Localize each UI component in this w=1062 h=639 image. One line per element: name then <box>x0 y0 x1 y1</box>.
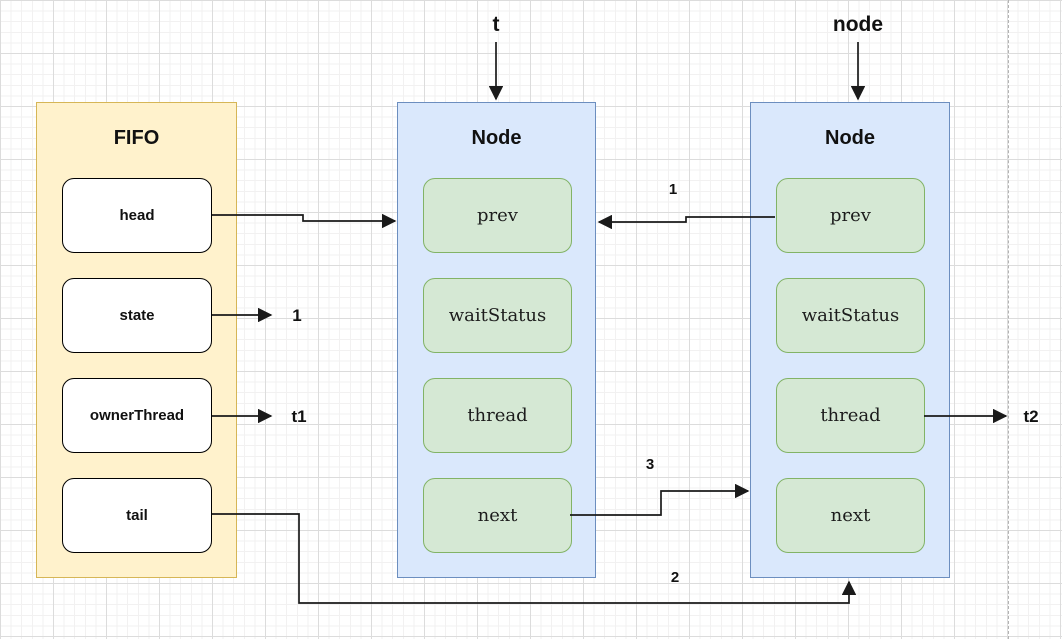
label-node-pointer: node <box>832 13 884 36</box>
fifo-field-tail-label: tail <box>126 507 148 524</box>
node-right-field-thread: thread <box>776 378 925 453</box>
fifo-container: FIFO head state ownerThread tail <box>36 102 237 578</box>
fifo-field-head: head <box>62 178 212 253</box>
node-left-field-thread-label: thread <box>467 405 528 426</box>
fifo-field-state: state <box>62 278 212 353</box>
fifo-field-head-label: head <box>119 207 155 224</box>
fifo-field-state-label: state <box>119 307 155 324</box>
arrow-head-to-prev <box>212 213 397 229</box>
node-right-field-next: next <box>776 478 925 553</box>
node-left-field-waitstatus-label: waitStatus <box>448 305 547 326</box>
node-left-field-prev-label: prev <box>477 205 518 226</box>
label-edge-order-3: 3 <box>645 456 655 473</box>
node-left-field-prev: prev <box>423 178 572 253</box>
fifo-field-ownerthread-label: ownerThread <box>89 407 185 424</box>
node-right-field-waitstatus: waitStatus <box>776 278 925 353</box>
fifo-field-tail: tail <box>62 478 212 553</box>
node-left-container: Node prev waitStatus thread next <box>397 102 596 578</box>
label-state-value-1: 1 <box>292 306 302 325</box>
label-thread-pointer-t: t <box>492 13 500 36</box>
page-boundary-dashed-line <box>1008 0 1009 639</box>
node-left-field-next-label: next <box>477 505 518 526</box>
node-right-field-prev: prev <box>776 178 925 253</box>
fifo-field-ownerthread: ownerThread <box>62 378 212 453</box>
node-left-field-thread: thread <box>423 378 572 453</box>
node-right-field-thread-label: thread <box>820 405 881 426</box>
node-right-container: Node prev waitStatus thread next <box>750 102 950 578</box>
node-right-field-prev-label: prev <box>830 205 871 226</box>
label-edge-order-1: 1 <box>668 181 678 198</box>
fifo-title: FIFO <box>113 127 160 149</box>
node-right-field-waitstatus-label: waitStatus <box>801 305 900 326</box>
node-right-field-next-label: next <box>830 505 871 526</box>
arrow-leftnext-to-rightnode <box>570 483 750 516</box>
node-left-title: Node <box>471 127 522 149</box>
arrow-rightprev-to-leftnode <box>597 214 775 230</box>
label-edge-order-2: 2 <box>670 569 680 586</box>
node-right-title: Node <box>825 127 875 149</box>
node-left-field-waitstatus: waitStatus <box>423 278 572 353</box>
label-thread-value-t2: t2 <box>1023 407 1039 426</box>
node-left-field-next: next <box>423 478 572 553</box>
label-ownerthread-value-t1: t1 <box>291 407 307 426</box>
